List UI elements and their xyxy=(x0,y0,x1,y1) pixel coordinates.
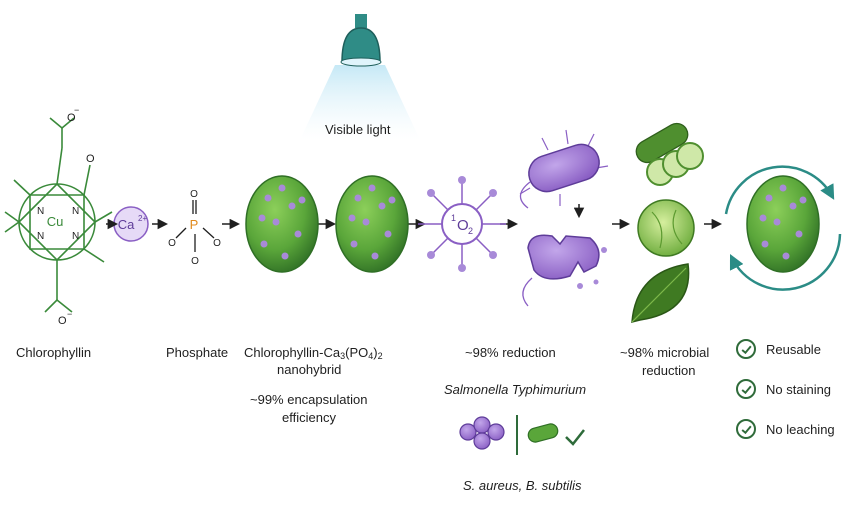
singlet-oxygen-o: O xyxy=(457,217,469,234)
metal-label: Cu xyxy=(47,214,64,229)
s-aureus-label: S. aureus, B. subtilis xyxy=(463,478,582,493)
phosphate-oxygen-top: O xyxy=(190,189,198,200)
lamp-icon xyxy=(300,14,420,140)
charge-label-bottom: − xyxy=(67,309,72,319)
salmonella-label: Salmonella Typhimurium xyxy=(444,382,587,397)
calcium-ion-charge: 2+ xyxy=(138,214,147,223)
bacterium-damaged-icon xyxy=(522,234,607,307)
nitrogen-label-2: N xyxy=(72,206,79,217)
microbial-reduction-label-2: reduction xyxy=(642,363,696,378)
phosphate-oxygen-bottom: O xyxy=(191,256,199,267)
formula-sub-1: 3 xyxy=(340,351,346,361)
reduction-label: ~98% reduction xyxy=(465,345,556,360)
phosphate-label: Phosphate xyxy=(166,345,229,360)
phosphate-structure-icon xyxy=(175,200,215,252)
nitrogen-label-4: N xyxy=(72,231,79,242)
formula-sub-2: 4 xyxy=(368,351,374,361)
oxygen-label-bottom: O xyxy=(58,315,67,327)
nanohybrid-particle-2 xyxy=(335,175,409,273)
formula-sub-3: 2 xyxy=(377,351,383,361)
nitrogen-label-3: N xyxy=(37,231,44,242)
cucumber-icon xyxy=(635,122,704,186)
oxygen-label-keto: O xyxy=(86,153,95,165)
formula-close: ) xyxy=(373,345,378,360)
reuse-cycle-icon xyxy=(724,165,842,291)
particle-3-dots xyxy=(759,184,807,260)
chlorophyllin-label: Chlorophyllin xyxy=(16,345,92,360)
check-circle-icon xyxy=(736,339,756,359)
microbial-reduction-label-1: ~98% microbial xyxy=(620,345,710,360)
visible-light-label: Visible light xyxy=(325,122,391,137)
particle-2-dots xyxy=(348,184,396,260)
formula-middle: (PO xyxy=(345,345,369,360)
formula-prefix: Chlorophyllin-Ca xyxy=(244,345,341,360)
check-icon xyxy=(565,429,585,446)
feature-label: Reusable xyxy=(766,341,821,357)
flow-arrows xyxy=(106,204,723,230)
oxygen-label-top: O xyxy=(67,112,76,124)
phosphate-oxygen-left: O xyxy=(168,238,176,249)
spinach-leaf-icon xyxy=(631,263,690,323)
bacterium-intact-icon xyxy=(519,129,609,209)
singlet-oxygen-sup: 1 xyxy=(451,213,456,223)
check-circle-icon xyxy=(736,379,756,399)
cabbage-icon xyxy=(637,199,695,257)
charge-label-top: − xyxy=(74,105,79,115)
feature-label: No leaching xyxy=(766,421,835,437)
feature-reusable: Reusable xyxy=(736,337,821,361)
nitrogen-label-1: N xyxy=(37,206,44,217)
nanohybrid-particle-3 xyxy=(746,175,820,273)
calcium-ion-label: Ca xyxy=(118,217,135,232)
nanohybrid-formula: Chlorophyllin-Ca3(PO4)2 xyxy=(244,344,383,361)
feature-label: No staining xyxy=(766,381,832,397)
nanohybrid-label: nanohybrid xyxy=(277,362,342,377)
chlorophyllin-molecule-icon xyxy=(4,117,113,313)
encapsulation-label-1: ~99% encapsulation xyxy=(250,392,368,407)
check-circle-icon xyxy=(736,419,756,439)
nanohybrid-particle-1 xyxy=(245,175,319,273)
particle-1-dots xyxy=(258,184,306,260)
feature-no-leaching: No leaching xyxy=(736,417,835,441)
singlet-oxygen-sub: 2 xyxy=(468,226,473,236)
rod-bacterium-icon xyxy=(527,423,559,443)
phosphate-oxygen-right: O xyxy=(213,238,221,249)
feature-no-staining: No staining xyxy=(736,377,831,401)
phosphorus-label: P xyxy=(190,217,199,232)
encapsulation-label-2: efficiency xyxy=(282,410,336,425)
cocci-cluster-icon xyxy=(459,416,505,450)
singlet-oxygen-icon xyxy=(418,176,506,272)
